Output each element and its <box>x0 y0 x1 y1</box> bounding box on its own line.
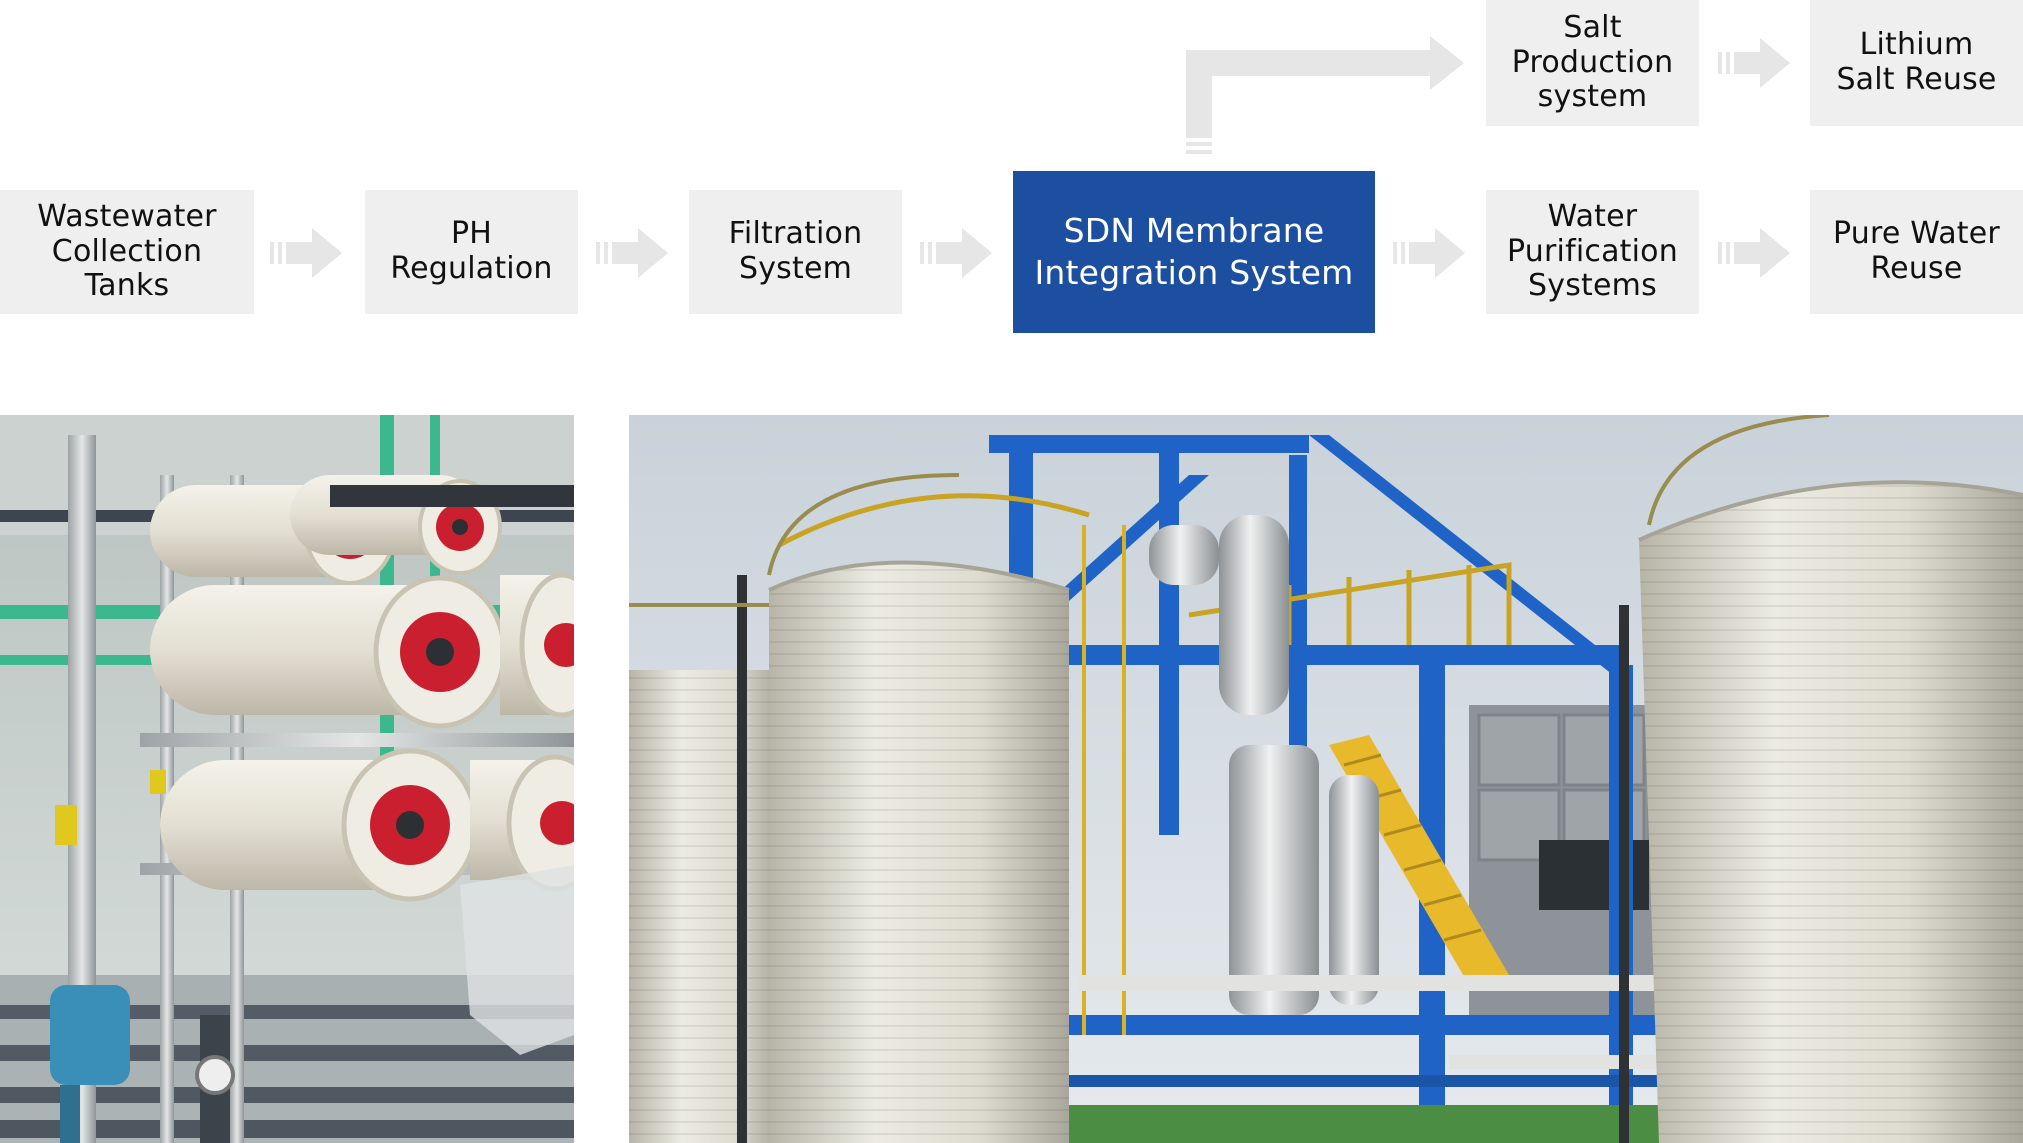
elbow-up-right-arrow-icon <box>1186 36 1464 154</box>
step-wastewater-collection-tanks: Wastewater Collection Tanks <box>0 190 254 314</box>
double-chevron-right-arrow-icon <box>1718 38 1790 88</box>
double-chevron-right-arrow-icon <box>1393 228 1465 278</box>
step-pure-water-reuse: Pure Water Reuse <box>1810 190 2023 314</box>
double-chevron-right-arrow-icon <box>270 228 342 278</box>
step-water-purification-systems: Water Purification Systems <box>1486 190 1699 314</box>
double-chevron-right-arrow-icon <box>596 228 668 278</box>
step-ph-regulation: PH Regulation <box>365 190 578 314</box>
step-sdn-membrane-integration-system: SDN Membrane Integration System <box>1013 171 1375 333</box>
step-filtration-system: Filtration System <box>689 190 902 314</box>
double-chevron-right-arrow-icon <box>920 228 992 278</box>
evaporation-plant-photo <box>629 415 2023 1143</box>
double-chevron-right-arrow-icon <box>1718 228 1790 278</box>
step-lithium-salt-reuse: Lithium Salt Reuse <box>1810 0 2023 126</box>
step-salt-production-system: Salt Production system <box>1486 0 1699 126</box>
membrane-skid-photo <box>0 415 574 1143</box>
